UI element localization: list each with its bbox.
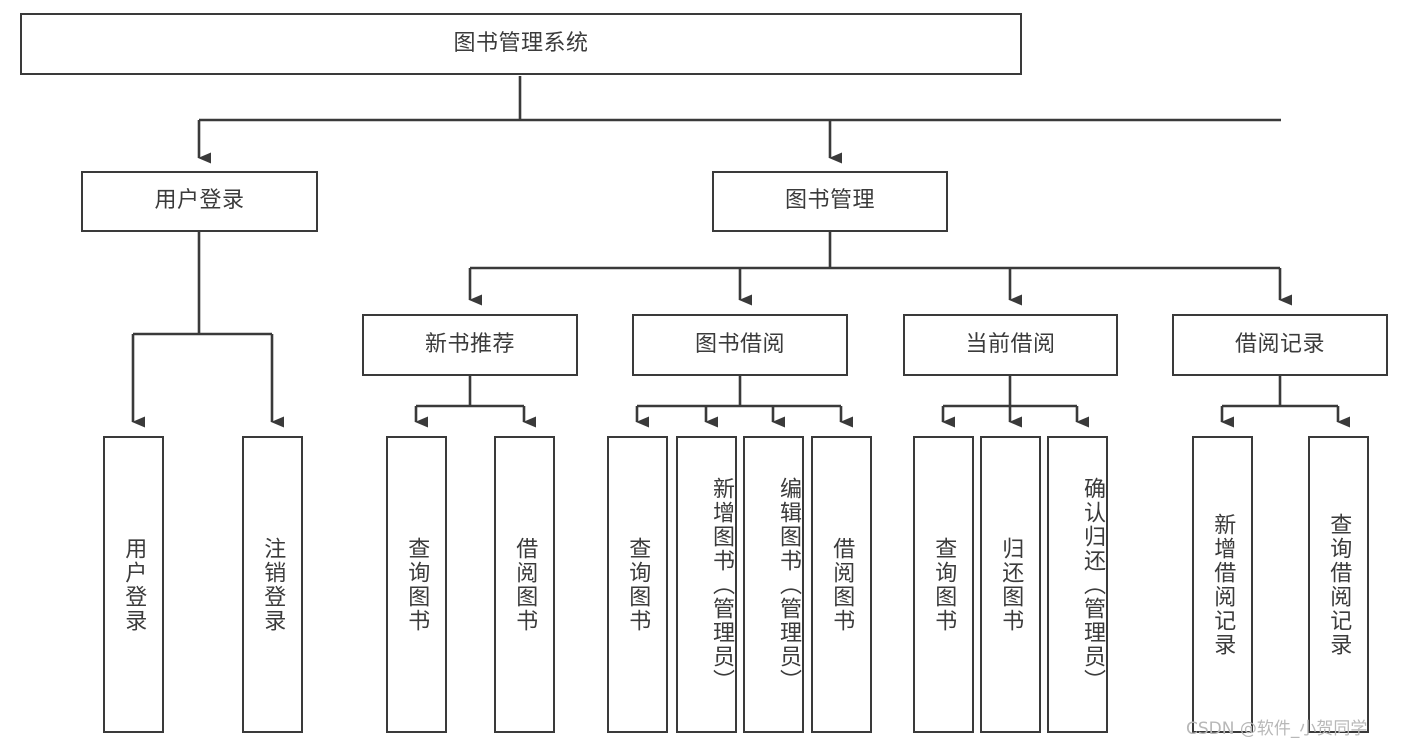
node-user-login[interactable]: 用户登录 [81, 171, 318, 232]
node-borrow-record[interactable]: 借阅记录 [1172, 314, 1388, 376]
leaf-logout-login[interactable]: 注销登录 [242, 436, 303, 733]
leaf-user-login[interactable]: 用户登录 [103, 436, 164, 733]
leaf-add-book-admin[interactable]: 新增图书（管理员） [676, 436, 737, 733]
leaf-query-book-current[interactable]: 查询图书 [913, 436, 974, 733]
node-book-borrow[interactable]: 图书借阅 [632, 314, 848, 376]
leaf-return-book[interactable]: 归还图书 [980, 436, 1041, 733]
leaf-confirm-return-admin[interactable]: 确认归还（管理员） [1047, 436, 1108, 733]
leaf-add-borrow-record[interactable]: 新增借阅记录 [1192, 436, 1253, 733]
leaf-query-book-recommend[interactable]: 查询图书 [386, 436, 447, 733]
node-book-manage[interactable]: 图书管理 [712, 171, 948, 232]
csdn-watermark: CSDN @软件_小贺同学 [1186, 719, 1368, 739]
node-current-borrow[interactable]: 当前借阅 [903, 314, 1118, 376]
leaf-edit-book-admin[interactable]: 编辑图书（管理员） [743, 436, 804, 733]
leaf-borrow-book-borrow[interactable]: 借阅图书 [811, 436, 872, 733]
node-root-system[interactable]: 图书管理系统 [20, 13, 1022, 75]
node-new-book-recommend[interactable]: 新书推荐 [362, 314, 578, 376]
leaf-borrow-book-recommend[interactable]: 借阅图书 [494, 436, 555, 733]
leaf-query-borrow-record[interactable]: 查询借阅记录 [1308, 436, 1369, 733]
leaf-query-book-borrow[interactable]: 查询图书 [607, 436, 668, 733]
